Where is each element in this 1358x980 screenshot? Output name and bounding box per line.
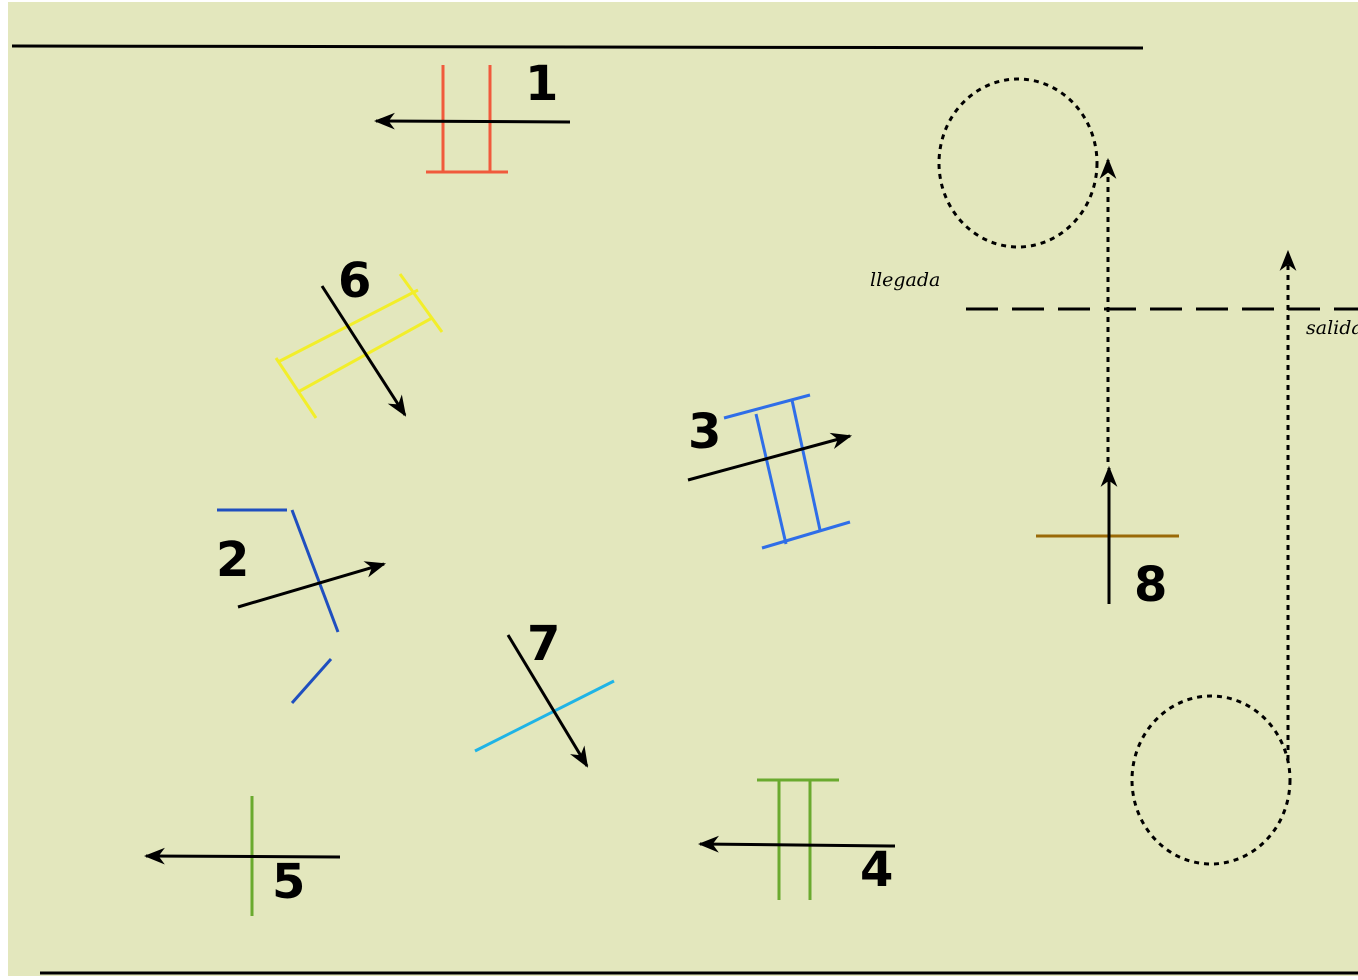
obstacle-5: 5 [143, 796, 341, 916]
finish-circle [937, 77, 1099, 249]
obstacle-number-6: 6 [338, 253, 371, 309]
obstacle-number-7: 7 [527, 616, 560, 672]
obstacle-6-bar [274, 357, 318, 419]
obstacle-3-bar [723, 393, 811, 420]
jump-direction-arrow [506, 634, 589, 768]
obstacle-number-1: 1 [525, 56, 558, 112]
obstacle-number-2: 2 [216, 532, 249, 588]
departure-label: salida [1306, 317, 1358, 339]
obstacle-number-3: 3 [688, 404, 721, 460]
obstacle-1: 1 [373, 56, 571, 174]
obstacle-number-5: 5 [272, 854, 305, 910]
obstacle-7: 7 [474, 616, 615, 768]
obstacle-3-bar [754, 413, 788, 545]
obstacle-4: 4 [697, 778, 896, 900]
start-circle [1130, 694, 1292, 866]
obstacle-6: 6 [274, 253, 444, 419]
obstacle-2-bar [290, 658, 333, 704]
jump-direction-arrow [697, 835, 896, 853]
top-border-line [11, 44, 1144, 50]
obstacle-8: 8 [1036, 465, 1179, 613]
obstacle-number-8: 8 [1134, 557, 1167, 613]
jump-direction-arrow [373, 112, 571, 130]
obstacle-2-bar [290, 509, 340, 633]
jump-direction-arrow [687, 432, 853, 482]
jump-direction-arrow [237, 561, 387, 609]
arena-background [8, 2, 1358, 976]
arrival-label: llegada [870, 269, 940, 291]
obstacle-number-4: 4 [860, 842, 893, 898]
obstacle-3-bar [761, 520, 851, 550]
obstacle-3: 3 [687, 393, 853, 550]
obstacle-2: 2 [216, 508, 387, 704]
obstacle-3-bar [790, 399, 822, 531]
obstacle-6-bar [398, 273, 444, 333]
jump-direction-arrow [143, 847, 341, 865]
jump-direction-arrow [320, 285, 407, 417]
obstacle-7-bar [474, 679, 615, 753]
